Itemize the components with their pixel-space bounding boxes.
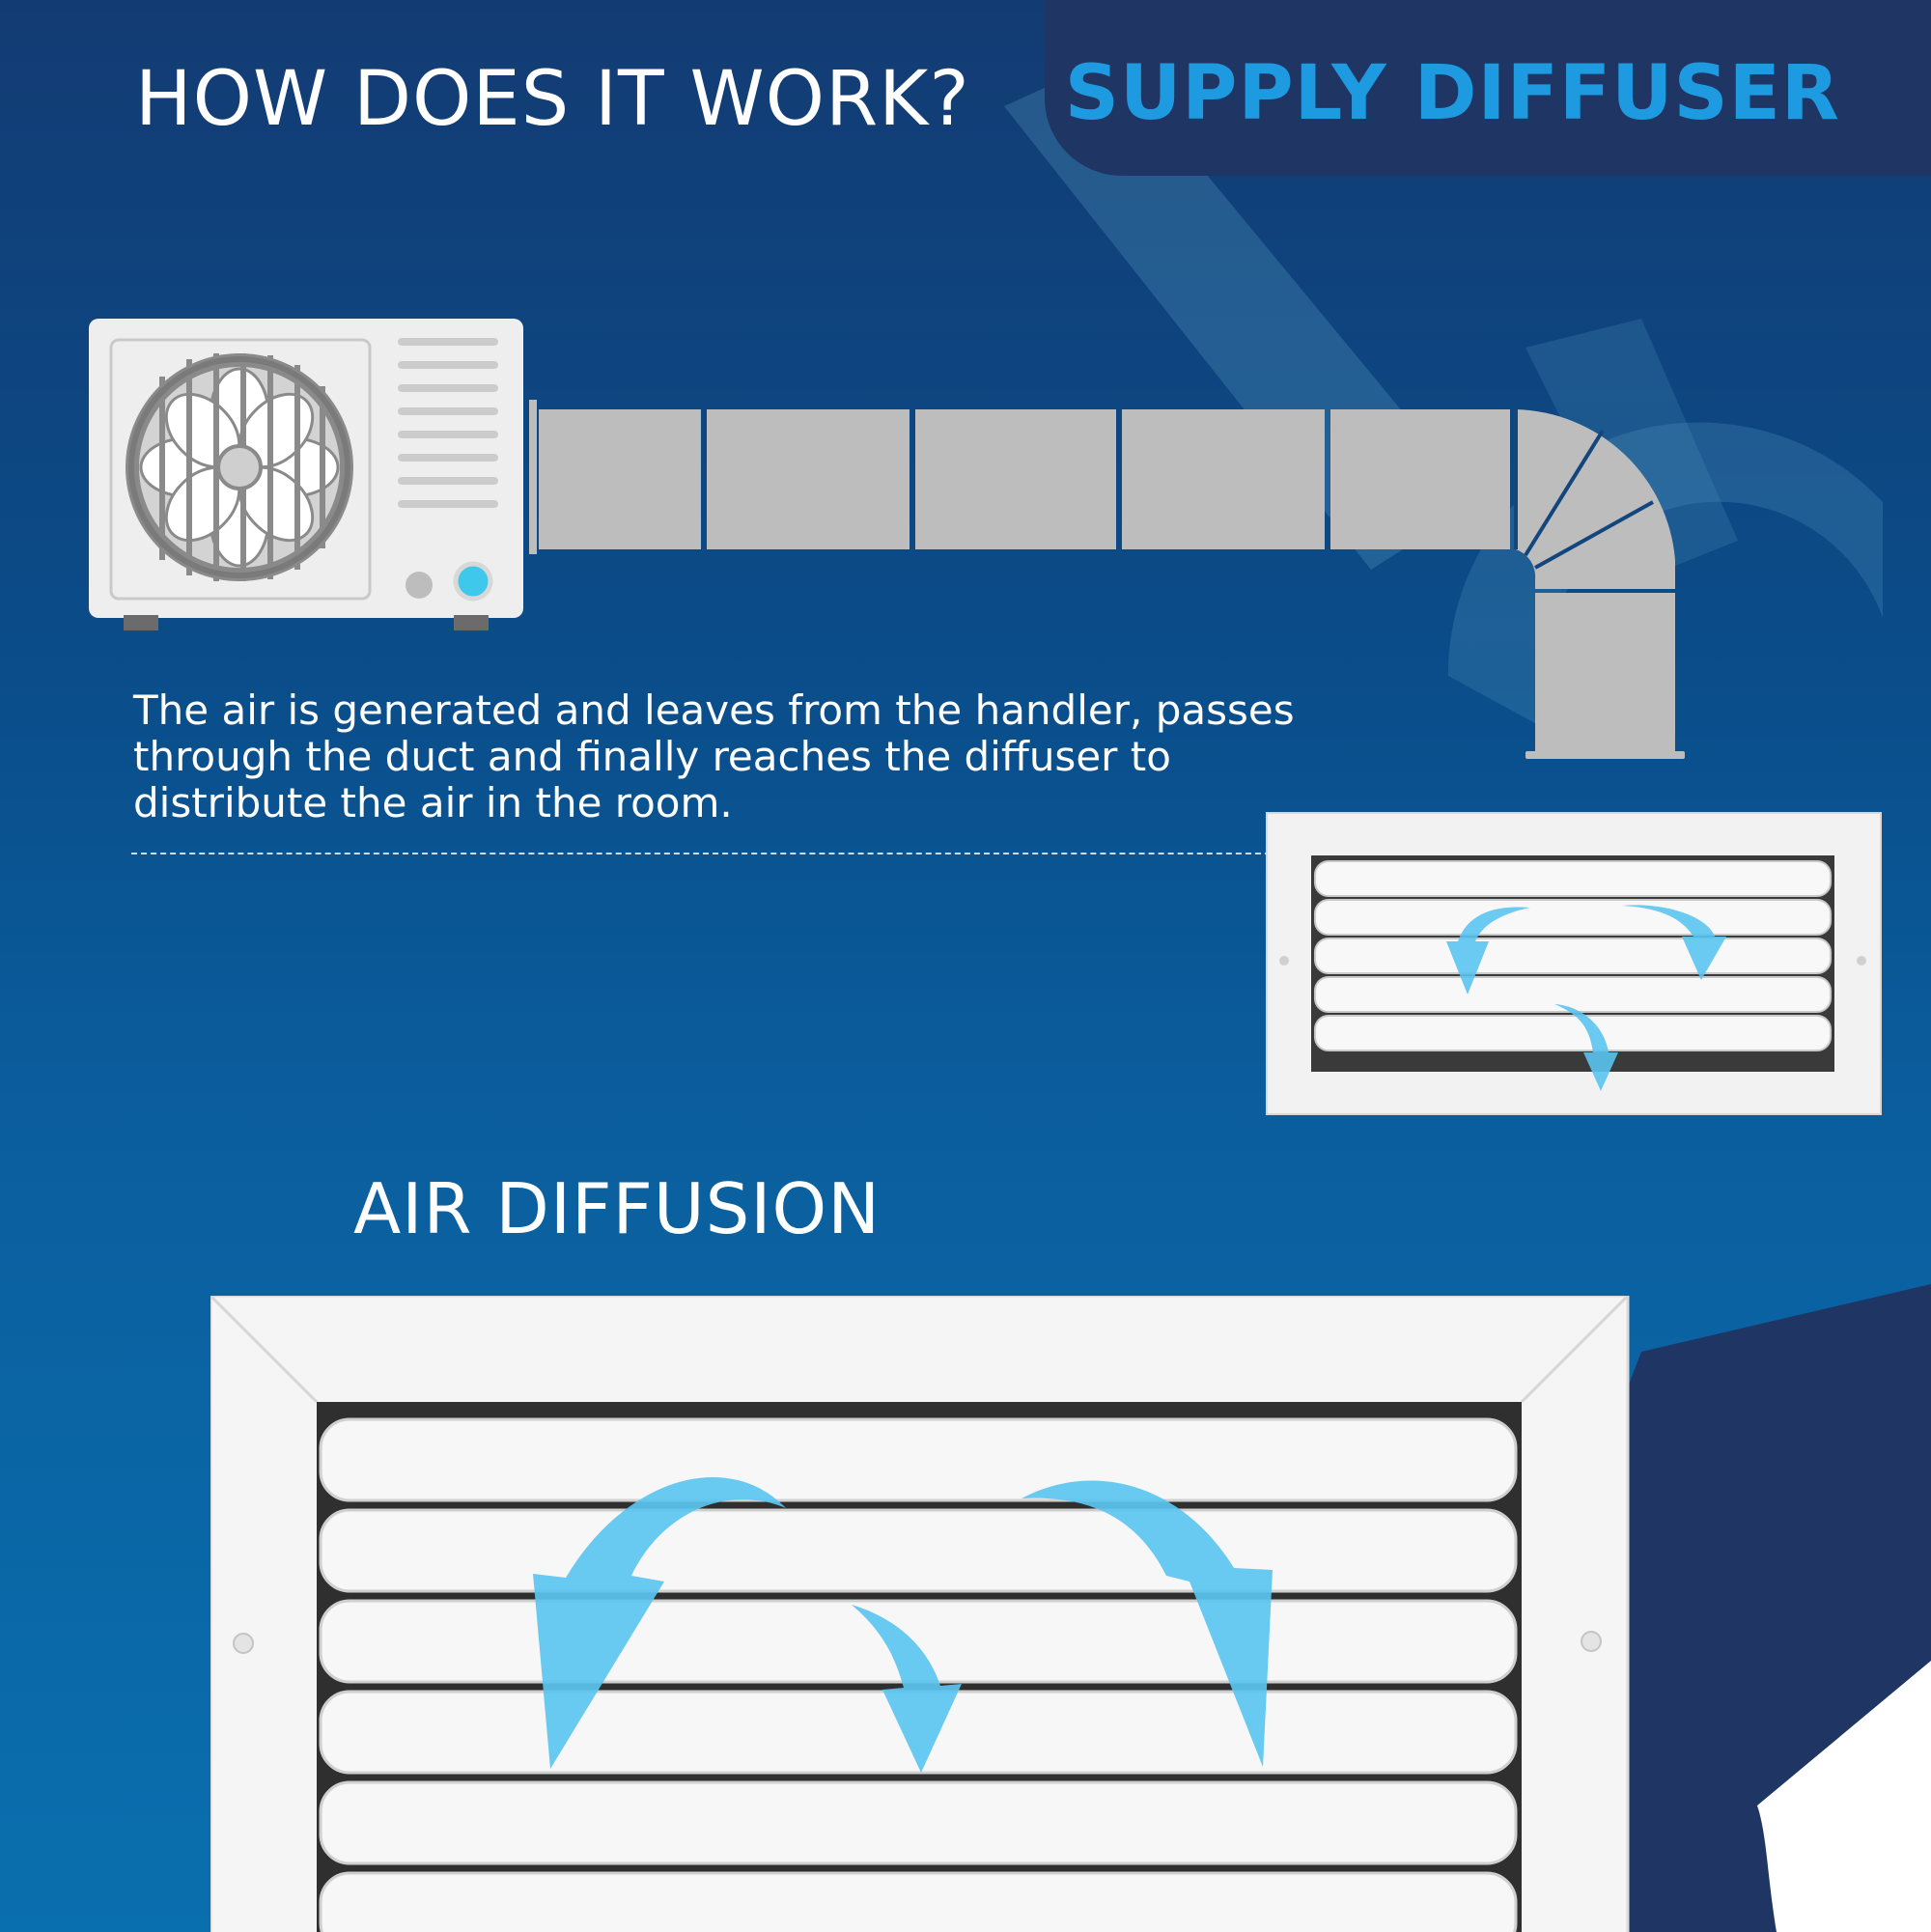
process-description: The air is generated and leaves from the… [133, 686, 1295, 826]
duct-elbow-icon [529, 400, 1685, 759]
airflow-arrow-icon [533, 1476, 1273, 1773]
page-title: HOW DOES IT WORK? [135, 56, 970, 143]
supply-diffuser-heading: SUPPLY DIFFUSER [1064, 50, 1840, 137]
dashed-divider [131, 853, 1271, 854]
air-diffusion-heading: AIR DIFFUSION [353, 1168, 882, 1249]
air-grille-icon [210, 1296, 1630, 1932]
supply-diffuser-icon [1266, 812, 1882, 1115]
header-tab [1045, 0, 1931, 176]
ac-outdoor-unit-icon [89, 319, 523, 630]
